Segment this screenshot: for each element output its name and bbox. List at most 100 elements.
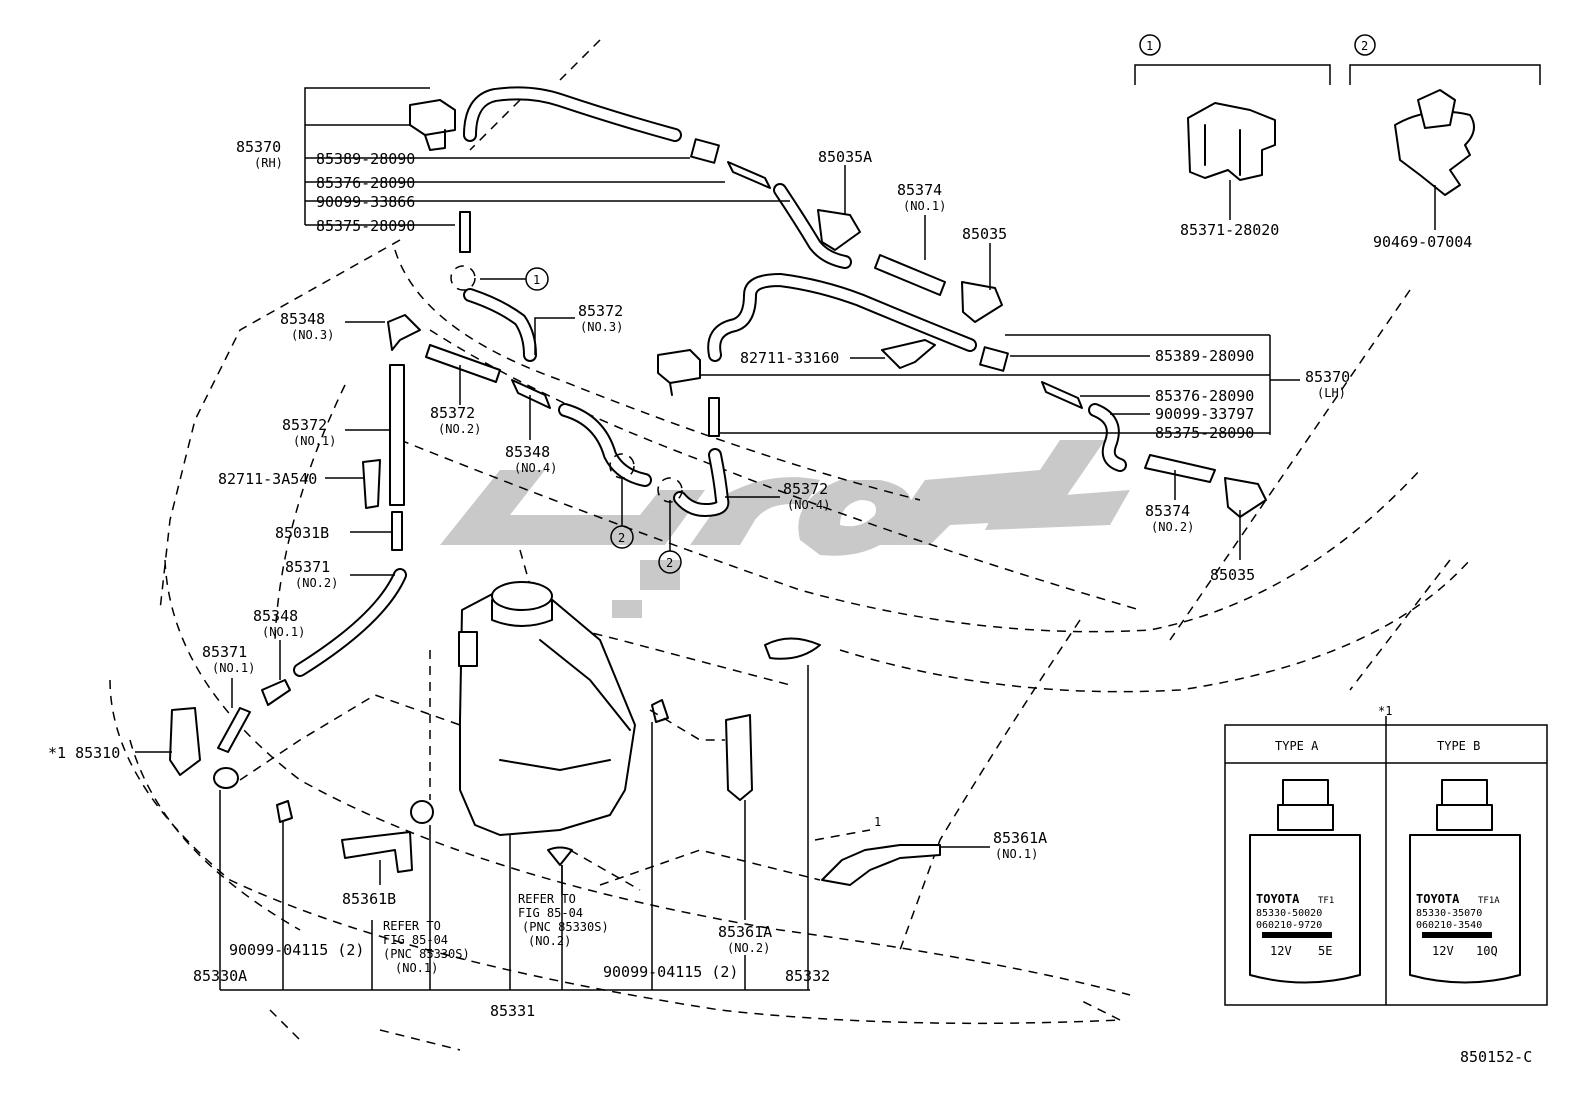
label-85372-no3: 85372	[578, 302, 623, 320]
label-85310: *1 85310	[48, 744, 120, 762]
label-85361a-no2: 85361A	[718, 923, 772, 941]
label-82711-3a540: 82711-3A540	[218, 470, 317, 488]
inset-1: 1 85371-28020	[1134, 34, 1331, 239]
label-85370-rh: 85370	[236, 138, 281, 156]
type-a-code: TF1	[1318, 896, 1334, 906]
type-b-title: TYPE B	[1437, 739, 1480, 753]
type-b-brand: TOYOTA	[1416, 892, 1460, 906]
label-82711-33160: 82711-33160	[740, 349, 839, 367]
label-85374-no1-sub: (NO.1)	[903, 199, 946, 213]
label-85389-lh: 85389-28090	[1155, 347, 1254, 365]
refer-note-1-line2: FIG 85-04	[383, 933, 448, 947]
marker-2b: 2	[666, 556, 673, 570]
type-a-voltage: 12V	[1270, 944, 1292, 958]
marker-1: 1	[533, 273, 540, 287]
circle-markers: 1 2 2	[450, 265, 683, 574]
pump-area-dashed	[239, 650, 871, 891]
watermark-logo	[440, 440, 1130, 618]
pump-types-table: *1 TYPE A TYPE B TOYOTA TF1 85330-50020 …	[1224, 704, 1548, 1006]
label-85348-no1: 85348	[253, 607, 298, 625]
refer-note-2-line3: (PNC 85330S)	[522, 920, 609, 934]
pump-type-b: TOYOTA TF1A 85330-35070 060210-3540 12V …	[1409, 779, 1521, 984]
label-85372-no2-sub: (NO.2)	[438, 422, 481, 436]
refer-note-1-line4: (NO.1)	[395, 961, 438, 975]
inset-1-marker: 1	[1146, 39, 1153, 53]
bracket-lh	[700, 334, 1300, 435]
label-85035a: 85035A	[818, 148, 872, 166]
label-85348-no1-sub: (NO.1)	[262, 625, 305, 639]
label-85331: 85331	[490, 1002, 535, 1020]
figure-id: 850152-C	[1460, 1048, 1532, 1066]
label-85374-no2: 85374	[1145, 502, 1190, 520]
refer-note-1-line1: REFER TO	[383, 919, 441, 933]
label-85371-no2-sub: (NO.2)	[295, 576, 338, 590]
marker-2a: 2	[618, 531, 625, 545]
label-85371-no1-sub: (NO.1)	[212, 661, 255, 675]
label-90099-33866: 90099-33866	[316, 193, 415, 211]
label-85361a-no1: 85361A	[993, 829, 1047, 847]
label-85372-no2: 85372	[430, 404, 475, 422]
type-a-pn2: 060210-9720	[1256, 920, 1322, 931]
hose-upper-rh	[293, 86, 1127, 677]
label-85370-lh-sub: (LH)	[1317, 386, 1346, 400]
type-a-rating: 5E	[1318, 944, 1332, 958]
type-b-code: TF1A	[1478, 896, 1500, 906]
inset-2-part: 90469-07004	[1373, 233, 1472, 251]
refer-note-2-line4: (NO.2)	[528, 934, 571, 948]
label-85372-no3-sub: (NO.3)	[580, 320, 623, 334]
type-b-pn1: 85330-35070	[1416, 908, 1482, 919]
bottom-bracket	[219, 665, 810, 991]
label-85372-no4: 85372	[783, 480, 828, 498]
type-a-pn1: 85330-50020	[1256, 908, 1322, 919]
inset-2: 2 90469-07004	[1349, 34, 1541, 251]
label-85348-no3: 85348	[280, 310, 325, 328]
label-85375-rh: 85375-28090	[316, 217, 415, 235]
label-85031b: 85031B	[275, 524, 329, 542]
label-85375-lh: 85375-28090	[1155, 424, 1254, 442]
type-b-voltage: 12V	[1432, 944, 1454, 958]
nozzle-lh	[657, 349, 701, 396]
label-85348-no4-sub: (NO.4)	[514, 461, 557, 475]
label-85035-lower: 85035	[1210, 566, 1255, 584]
label-85389-rh: 85389-28090	[316, 150, 415, 168]
label-85376-lh: 85376-28090	[1155, 387, 1254, 405]
vehicle-outline-dashed	[109, 39, 1471, 1051]
inset-1-part: 85371-28020	[1180, 221, 1279, 239]
refer-note-2-line2: FIG 85-04	[518, 906, 583, 920]
label-85035-upper: 85035	[962, 225, 1007, 243]
type-a-title: TYPE A	[1275, 739, 1319, 753]
label-90099-04115-right: 90099-04115 (2)	[603, 963, 738, 981]
label-85348-no3-sub: (NO.3)	[291, 328, 334, 342]
bracket-rh	[304, 87, 790, 226]
label-85332: 85332	[785, 967, 830, 985]
type-a-brand: TOYOTA	[1256, 892, 1300, 906]
label-85372-no4-sub: (NO.4)	[787, 498, 830, 512]
washer-tank	[458, 581, 636, 836]
label-85371-no2: 85371	[285, 558, 330, 576]
pump-types-note: *1	[1378, 704, 1392, 718]
type-b-pn2: 060210-3540	[1416, 920, 1482, 931]
type-b-rating: 10Q	[1476, 944, 1498, 958]
label-85372-no1-sub: (NO.1)	[293, 434, 336, 448]
label-85376-rh: 85376-28090	[316, 174, 415, 192]
label-85361b: 85361B	[342, 890, 396, 908]
label-85370-lh: 85370	[1305, 368, 1350, 386]
label-85330a: 85330A	[193, 967, 247, 985]
label-85348-no4: 85348	[505, 443, 550, 461]
label-90099-33797: 90099-33797	[1155, 405, 1254, 423]
pump-type-a: TOYOTA TF1 85330-50020 060210-9720 12V 5…	[1249, 779, 1361, 984]
label-90099-04115-left: 90099-04115 (2)	[229, 941, 364, 959]
nozzle-rh	[409, 99, 456, 151]
label-85361a-no1-sub: (NO.1)	[995, 847, 1038, 861]
label-qty-1: 1	[874, 815, 881, 829]
label-85361a-no2-sub: (NO.2)	[727, 941, 770, 955]
label-85374-no1: 85374	[897, 181, 942, 199]
inset-2-marker: 2	[1361, 39, 1368, 53]
label-85372-no1: 85372	[282, 416, 327, 434]
label-85370-rh-sub: (RH)	[254, 156, 283, 170]
label-85371-no1: 85371	[202, 643, 247, 661]
refer-note-2-line1: REFER TO	[518, 892, 576, 906]
label-85374-no2-sub: (NO.2)	[1151, 520, 1194, 534]
refer-note-1-line3: (PNC 85330S)	[383, 947, 470, 961]
